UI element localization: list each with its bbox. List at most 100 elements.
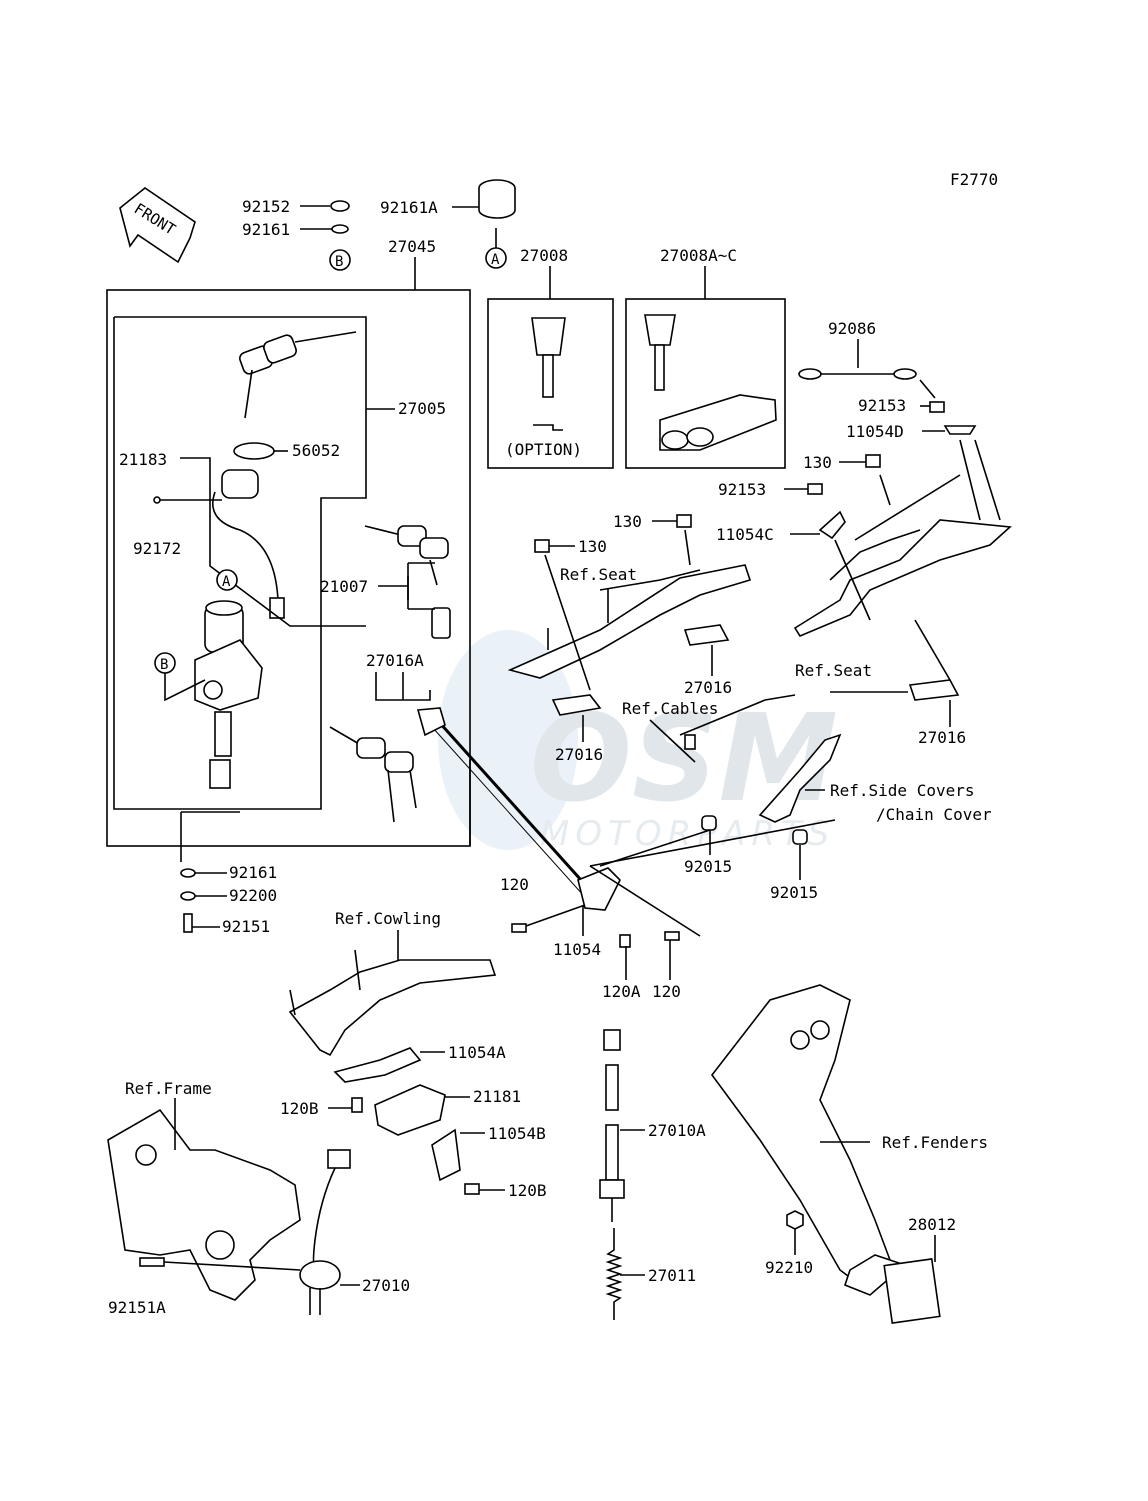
label-21183: 21183 xyxy=(119,450,167,469)
screw-120a xyxy=(619,934,631,948)
screw-120-a xyxy=(511,923,527,933)
circle-ref-a-label: A xyxy=(491,252,500,268)
bolt-92153-b xyxy=(807,483,823,495)
bolt-130-a xyxy=(865,454,881,468)
switch-27010a xyxy=(599,1029,625,1222)
label-11054b: 11054B xyxy=(488,1124,546,1143)
washer-92200 xyxy=(180,891,196,901)
screw-120-b xyxy=(664,931,680,941)
label-130-b: 130 xyxy=(613,512,642,531)
washer-92161 xyxy=(331,224,349,234)
spacer-92015-b xyxy=(792,829,808,845)
globe-watermark-icon xyxy=(438,630,578,850)
screw-120b-a xyxy=(351,1097,363,1113)
front-arrow-icon: FRONT xyxy=(119,187,196,264)
label-27008: 27008 xyxy=(520,246,568,265)
label-11054: 11054 xyxy=(553,940,601,959)
clip-27016-b xyxy=(683,624,730,646)
label-92200: 92200 xyxy=(229,886,277,905)
label-130-c: 130 xyxy=(578,537,607,556)
clip-27016-c xyxy=(908,679,960,701)
label-92161a: 92161A xyxy=(380,198,438,217)
circle-ref-b-label: B xyxy=(335,254,343,270)
label-27011: 27011 xyxy=(648,1266,696,1285)
label-ref-frame: Ref.Frame xyxy=(125,1079,212,1098)
rear-fender xyxy=(710,984,907,1296)
key-pair-21007 xyxy=(364,525,451,639)
label-120a: 120A xyxy=(602,982,641,1001)
circle-ref-b-top xyxy=(329,249,351,271)
relay-21181 xyxy=(374,1084,446,1136)
label-92151: 92151 xyxy=(222,917,270,936)
reflector-28012 xyxy=(883,1258,941,1324)
label-ref-seat-a: Ref.Seat xyxy=(560,565,637,584)
figure-code: F2770 xyxy=(950,170,998,189)
cable-end xyxy=(684,734,696,750)
frame-section xyxy=(107,1108,301,1301)
bolt-92153-a xyxy=(929,401,945,413)
label-130-a: 130 xyxy=(803,453,832,472)
label-120-a: 120 xyxy=(500,875,529,894)
label-ref-fenders: Ref.Fenders xyxy=(882,1133,988,1152)
key-pair-27016a xyxy=(329,726,417,823)
label-120b-b: 120B xyxy=(508,1181,547,1200)
label-92161-bottom: 92161 xyxy=(229,863,277,882)
label-92161-top: 92161 xyxy=(242,220,290,239)
cable-92086 xyxy=(798,368,917,380)
side-cover-bracket xyxy=(758,733,842,823)
label-27010: 27010 xyxy=(362,1276,410,1295)
label-120b-a: 120B xyxy=(280,1099,319,1118)
washer-92161-bottom xyxy=(180,868,196,878)
bracket-11054b xyxy=(431,1128,461,1182)
spring-27011 xyxy=(605,1228,623,1320)
key-pair-27005 xyxy=(239,331,357,419)
label-27010a: 27010A xyxy=(648,1121,706,1140)
label-ref-seat-b: Ref.Seat xyxy=(795,661,872,680)
label-92172: 92172 xyxy=(133,539,181,558)
bracket-11054c xyxy=(818,510,846,540)
key-27008ac xyxy=(644,314,777,451)
label-ref-cowling: Ref.Cowling xyxy=(335,909,441,928)
bolt-92151 xyxy=(183,913,193,933)
key-set-inner-box xyxy=(113,316,367,810)
label-56052: 56052 xyxy=(292,441,340,460)
label-ref-cables: Ref.Cables xyxy=(622,699,718,718)
spacer-92015-a xyxy=(701,815,717,831)
label-92015-b: 92015 xyxy=(770,883,818,902)
switch-27010 xyxy=(299,1149,351,1315)
label-120-b: 120 xyxy=(652,982,681,1001)
bolt-92151a xyxy=(139,1257,165,1267)
watermark-sub: MOTORPARTS xyxy=(540,814,835,854)
label-92210: 92210 xyxy=(765,1258,813,1277)
label-11054a: 11054A xyxy=(448,1043,506,1062)
label-27016-a: 27016 xyxy=(684,678,732,697)
label-92086: 92086 xyxy=(828,319,876,338)
label-ref-side-covers: Ref.Side Covers xyxy=(830,781,975,800)
label-92152: 92152 xyxy=(242,197,290,216)
label-27016-b: 27016 xyxy=(555,745,603,764)
label-92153-a: 92153 xyxy=(858,396,906,415)
label-option: (OPTION) xyxy=(505,440,582,459)
key-27008 xyxy=(531,317,566,431)
label-28012: 28012 xyxy=(908,1215,956,1234)
circle-ref-b-switch-label: B xyxy=(160,657,168,673)
label-27008ac: 27008A~C xyxy=(660,246,737,265)
cowling-bracket xyxy=(288,949,497,1083)
label-11054d: 11054D xyxy=(846,422,904,441)
label-21007: 21007 xyxy=(320,577,368,596)
bolt-130-b xyxy=(676,514,692,528)
label-27005: 27005 xyxy=(398,399,446,418)
nut-92210 xyxy=(786,1210,804,1230)
switch-wire xyxy=(212,491,279,601)
label-92015-a: 92015 xyxy=(684,857,732,876)
label-92153-b: 92153 xyxy=(718,480,766,499)
ring-56052 xyxy=(233,442,275,460)
clip-27016-a xyxy=(551,694,602,716)
label-92151a: 92151A xyxy=(108,1298,166,1317)
bolt-92152 xyxy=(330,200,350,212)
label-21181: 21181 xyxy=(473,1087,521,1106)
label-chain-cover: /Chain Cover xyxy=(876,805,992,824)
switch-bracket xyxy=(221,469,259,499)
label-27016a: 27016A xyxy=(366,651,424,670)
